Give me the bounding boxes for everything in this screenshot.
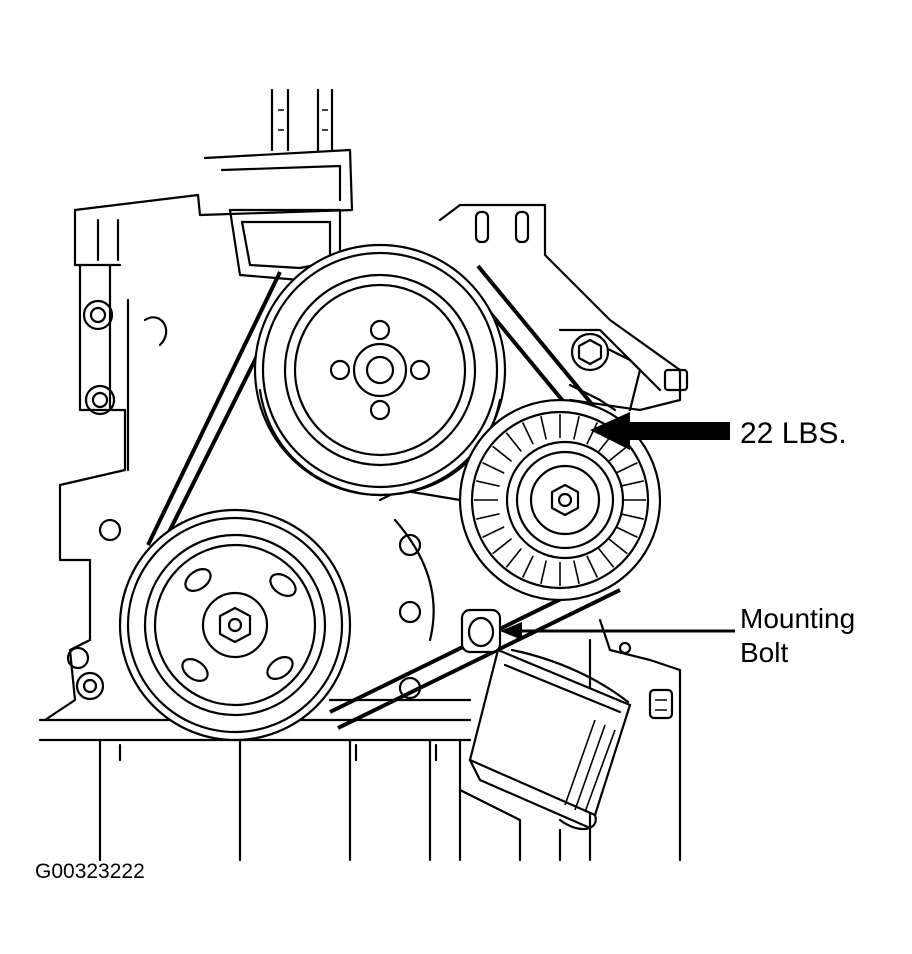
alternator-fin [620, 513, 645, 520]
alternator-fin [475, 513, 500, 520]
alternator-fin [521, 555, 534, 578]
adjuster-bolt [558, 328, 689, 412]
mounting-bolt-label-line1: Mounting [740, 603, 855, 634]
alternator [458, 398, 662, 602]
oil-filter [468, 648, 632, 831]
tension-arrow [590, 412, 730, 450]
tension-label: 22 LBS. [740, 417, 847, 450]
figure-id: G00323222 [35, 860, 145, 883]
alternator-fin [482, 526, 505, 539]
mounting-bolt-arrow [500, 622, 735, 640]
alternator-fin [586, 422, 599, 445]
mounting-bolt-label-line2: Bolt [740, 637, 788, 668]
alternator-fin [615, 461, 638, 474]
alternator-fin [607, 445, 628, 462]
crankshaft-pulley [253, 243, 507, 497]
alternator-fin [615, 526, 638, 539]
alternator-fin [475, 480, 500, 487]
alternator-fin [492, 538, 513, 555]
alternator-fin [482, 461, 505, 474]
alternator-fin [620, 480, 645, 487]
alternator-fin [586, 555, 599, 578]
alternator-fin [540, 415, 547, 440]
mounting-bolt [460, 608, 502, 654]
alternator-fin [540, 560, 547, 585]
alternator-fin [505, 432, 522, 453]
alternator-fin [598, 547, 615, 568]
lower-pulley [118, 508, 352, 742]
alternator-fin [607, 538, 628, 555]
alternator-fin [573, 415, 580, 440]
alternator-fin [505, 547, 522, 568]
alternator-fin [573, 560, 580, 585]
alternator-fin [492, 445, 513, 462]
alternator-fin [521, 422, 534, 445]
